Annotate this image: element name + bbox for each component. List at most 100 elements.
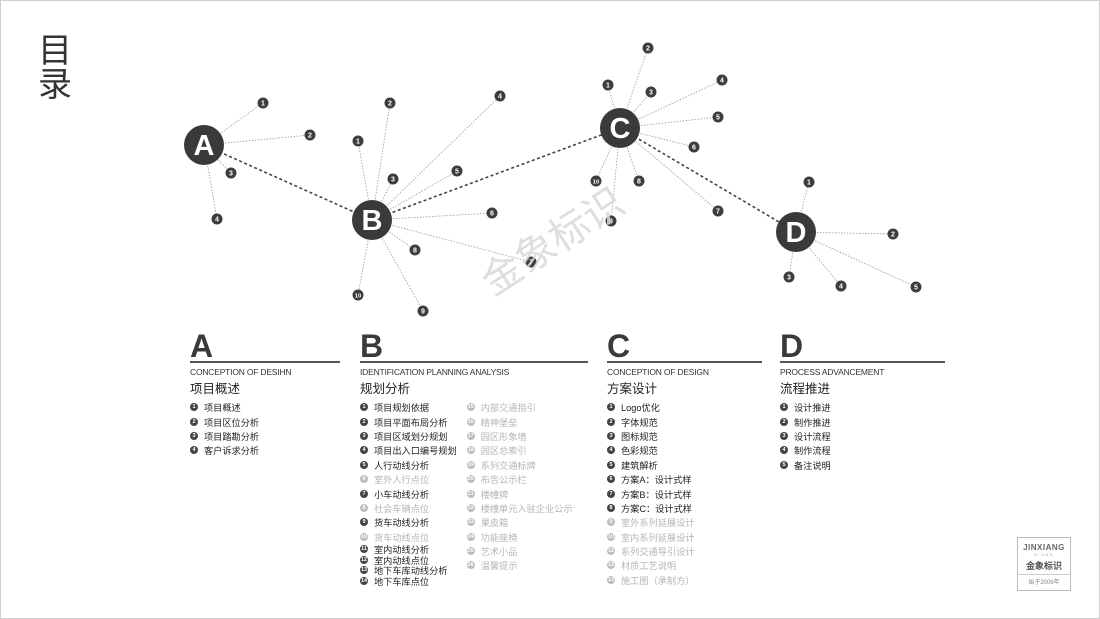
section-letter: D bbox=[780, 328, 804, 364]
spoke-node bbox=[384, 97, 396, 109]
item-number-badge: 16 bbox=[466, 417, 475, 426]
spoke-label: 6 bbox=[692, 144, 696, 151]
item-label: 人行动线分析 bbox=[374, 460, 430, 471]
spoke-line bbox=[795, 181, 810, 233]
item-number-badge: 21 bbox=[466, 489, 475, 498]
item-number-badge: 7 bbox=[360, 489, 368, 498]
item-label: 温馨提示 bbox=[480, 561, 518, 572]
item-label: 楼幢单元入驻企业公示 bbox=[480, 503, 573, 514]
item-label: 设计流程 bbox=[794, 431, 831, 442]
section-letter: B bbox=[360, 328, 384, 364]
spoke-node bbox=[409, 244, 421, 256]
spoke-node bbox=[417, 305, 429, 317]
spoke-label: 8 bbox=[413, 247, 417, 254]
spoke-label: 6 bbox=[490, 210, 494, 217]
spoke-label: 10 bbox=[355, 293, 361, 299]
item-number-badge: 19 bbox=[466, 460, 475, 469]
section-cn-title: 规划分析 bbox=[360, 382, 411, 396]
item-label: 项目区位分析 bbox=[204, 417, 260, 428]
list-item: 26 温馨提示 bbox=[466, 558, 573, 572]
item-number-badge: 2 bbox=[360, 417, 368, 426]
spoke-label: 1 bbox=[356, 138, 360, 145]
item-label: 地下车库动线分析 bbox=[374, 566, 448, 577]
spoke-line bbox=[619, 91, 652, 129]
section-rule bbox=[360, 361, 588, 363]
item-label: 系列交通标牌 bbox=[480, 460, 536, 471]
item-number-badge: 3 bbox=[607, 431, 615, 440]
item-number-badge: 2 bbox=[607, 417, 615, 426]
spoke-node bbox=[602, 79, 614, 91]
spoke-node bbox=[225, 167, 237, 179]
section-letter: C bbox=[607, 328, 631, 364]
spoke-label: 7 bbox=[716, 208, 720, 215]
spoke-label: 5 bbox=[455, 168, 459, 175]
item-number-badge: 22 bbox=[466, 503, 475, 512]
spoke-node bbox=[451, 165, 463, 177]
spoke-node bbox=[645, 86, 657, 98]
item-label: 社会车辆点位 bbox=[374, 503, 430, 514]
hub-connector-line bbox=[203, 144, 373, 221]
item-number-badge: 2 bbox=[780, 417, 788, 426]
spoke-label: 3 bbox=[391, 176, 395, 183]
item-label: 项目踏勘分析 bbox=[204, 431, 260, 442]
page-title: 目录 bbox=[38, 31, 72, 105]
spoke-node bbox=[494, 90, 506, 102]
item-number-badge: 26 bbox=[466, 561, 475, 570]
item-number-badge: 10 bbox=[607, 532, 615, 541]
spoke-label: 1 bbox=[606, 82, 610, 89]
item-number-badge: 12 bbox=[360, 555, 368, 564]
spoke-line bbox=[371, 212, 493, 221]
section-rule bbox=[780, 361, 945, 363]
item-number-badge: 6 bbox=[607, 475, 615, 484]
spoke-label: 4 bbox=[215, 216, 219, 223]
spoke-node bbox=[352, 289, 364, 301]
hub-node bbox=[776, 212, 816, 252]
spoke-line bbox=[795, 231, 917, 288]
spoke-label: 5 bbox=[716, 114, 720, 121]
item-number-badge: 3 bbox=[360, 431, 368, 440]
item-number-badge: 25 bbox=[466, 547, 475, 556]
section-rule bbox=[607, 361, 762, 363]
spoke-label: 4 bbox=[498, 93, 502, 100]
spoke-line bbox=[619, 127, 719, 212]
spoke-node bbox=[642, 42, 654, 54]
spoke-label: 4 bbox=[839, 283, 843, 290]
section-b: B IDENTIFICATION PLANNING ANALYSIS 规划分析 … bbox=[360, 328, 588, 587]
section-en-title: PROCESS ADVANCEMENT bbox=[780, 367, 885, 377]
spoke-node bbox=[257, 97, 269, 109]
item-number-badge: 23 bbox=[466, 518, 475, 527]
item-label: 货车动线分析 bbox=[374, 518, 430, 529]
item-label: 室外人行点位 bbox=[374, 475, 430, 486]
item-number-badge: 17 bbox=[466, 431, 475, 440]
item-number-badge: 24 bbox=[466, 532, 475, 541]
item-number-badge: 7 bbox=[607, 489, 615, 498]
item-number-badge: 8 bbox=[607, 503, 615, 512]
item-number-badge: 5 bbox=[607, 460, 615, 469]
spoke-label: 9 bbox=[421, 308, 425, 315]
